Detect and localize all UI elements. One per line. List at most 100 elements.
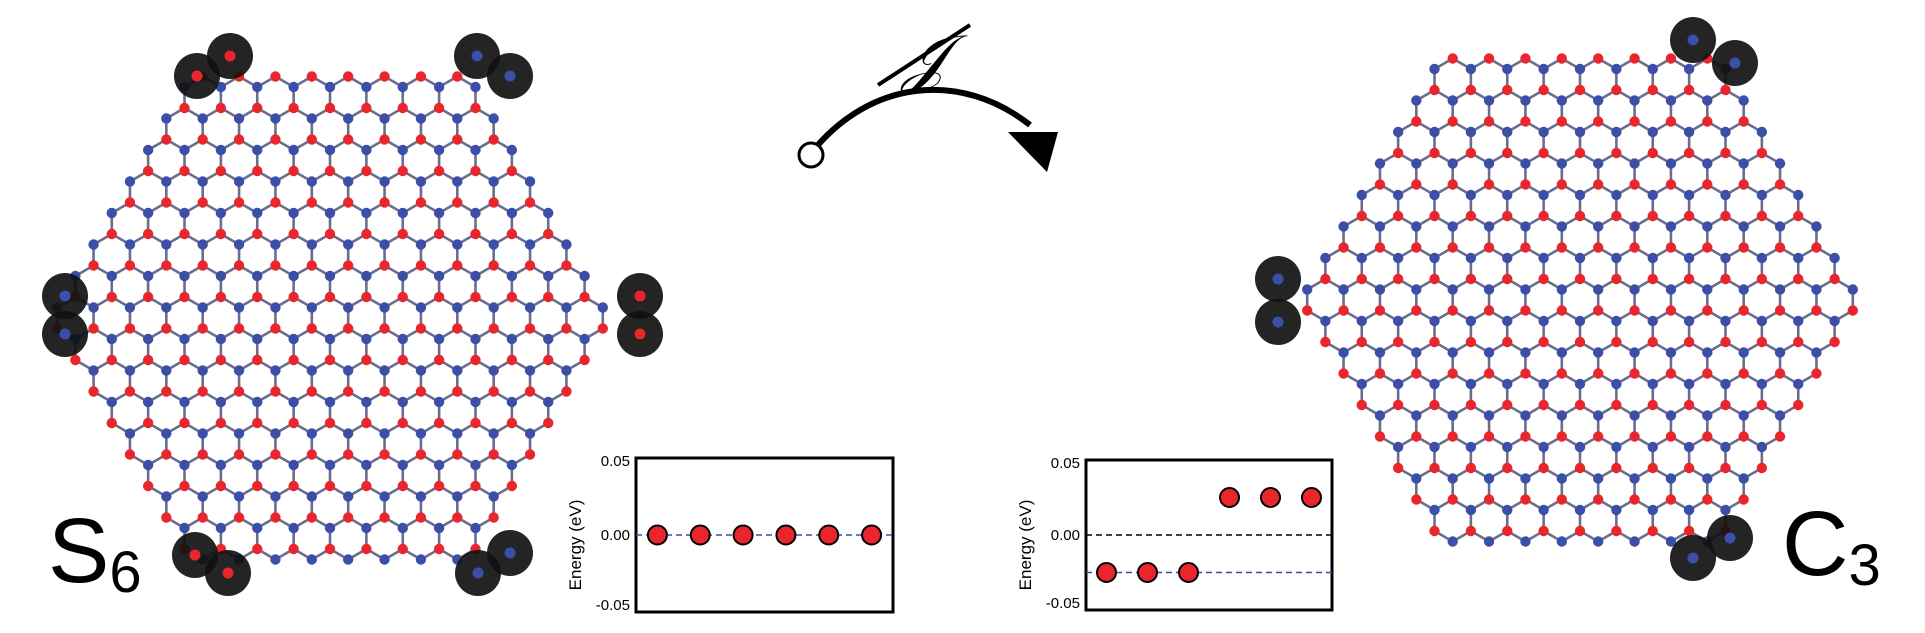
atom-blue bbox=[1592, 158, 1604, 169]
atom-red bbox=[288, 480, 299, 492]
atom-blue bbox=[1829, 315, 1840, 327]
atom-red bbox=[1683, 336, 1695, 348]
atom-blue bbox=[1411, 95, 1422, 106]
atom-red bbox=[215, 165, 227, 177]
atom-blue bbox=[1502, 441, 1513, 453]
energy-level-point bbox=[1260, 487, 1281, 508]
atom-blue bbox=[1483, 284, 1495, 295]
atom-red bbox=[179, 480, 190, 492]
atom-red bbox=[270, 386, 281, 397]
atom-red bbox=[1538, 336, 1549, 348]
atom-blue bbox=[1465, 63, 1477, 75]
atom-red bbox=[1665, 242, 1677, 253]
atom-red bbox=[524, 260, 536, 271]
atom-red bbox=[342, 449, 354, 460]
atom-blue bbox=[106, 333, 117, 345]
atom-blue bbox=[488, 176, 499, 187]
energy-level-point bbox=[775, 524, 797, 546]
atom-blue bbox=[397, 333, 408, 345]
atom-red bbox=[1520, 305, 1531, 316]
atom-blue bbox=[306, 491, 318, 502]
atom-red bbox=[1756, 210, 1768, 222]
atom-red bbox=[361, 291, 372, 303]
atom-blue bbox=[1774, 221, 1786, 232]
atom-red bbox=[1847, 305, 1858, 316]
atom-blue bbox=[1520, 284, 1531, 295]
atom-red bbox=[1683, 399, 1695, 411]
atom-red bbox=[1756, 462, 1768, 474]
atom-red bbox=[415, 386, 427, 397]
atom-blue bbox=[379, 554, 390, 565]
atom-blue bbox=[1811, 347, 1822, 358]
atom-blue bbox=[124, 302, 136, 313]
atom-red bbox=[288, 417, 299, 429]
atom-red bbox=[1738, 179, 1749, 190]
atom-red bbox=[361, 165, 372, 177]
atom-red bbox=[1447, 116, 1458, 127]
atom-blue bbox=[324, 459, 336, 471]
atom-red bbox=[1665, 368, 1677, 379]
atom-blue bbox=[1574, 189, 1586, 201]
atom-red bbox=[1465, 462, 1477, 474]
atom-blue bbox=[161, 113, 172, 124]
atom-blue bbox=[215, 270, 227, 282]
atom-red bbox=[379, 260, 390, 271]
atom-red bbox=[1538, 210, 1549, 222]
atom-red bbox=[1665, 116, 1677, 127]
atom-blue bbox=[1520, 347, 1531, 358]
atom-blue bbox=[397, 396, 408, 408]
atom-blue bbox=[1665, 347, 1677, 358]
atom-blue bbox=[1465, 378, 1477, 390]
atom-blue bbox=[524, 302, 536, 313]
atom-blue bbox=[1720, 378, 1731, 390]
atom-blue bbox=[561, 239, 572, 250]
atom-blue bbox=[415, 428, 427, 439]
atom-red bbox=[1611, 273, 1622, 285]
atom-red bbox=[1592, 305, 1604, 316]
atom-blue bbox=[1774, 284, 1786, 295]
atom-red bbox=[270, 449, 281, 460]
atom-blue bbox=[1320, 315, 1331, 327]
atom-red bbox=[215, 102, 227, 114]
atom-red bbox=[324, 165, 336, 177]
atom-red bbox=[1629, 53, 1640, 64]
edge-state-atom bbox=[1724, 532, 1736, 544]
atom-red bbox=[1702, 305, 1713, 316]
atom-red bbox=[1520, 242, 1531, 253]
atom-red bbox=[1556, 431, 1568, 442]
energy-level-point bbox=[1137, 562, 1158, 583]
atom-red bbox=[433, 354, 445, 366]
atom-blue bbox=[1629, 95, 1640, 106]
atom-red bbox=[1611, 399, 1622, 411]
atom-blue bbox=[1647, 126, 1658, 138]
atom-red bbox=[470, 102, 481, 114]
atom-blue bbox=[1847, 284, 1858, 295]
atom-blue bbox=[1738, 284, 1749, 295]
atom-red bbox=[1574, 273, 1586, 285]
atom-blue bbox=[452, 239, 463, 250]
atom-blue bbox=[270, 239, 281, 250]
atom-red bbox=[524, 386, 536, 397]
flake-s6-lattice bbox=[52, 71, 608, 565]
atom-blue bbox=[1592, 347, 1604, 358]
atom-blue bbox=[1465, 252, 1477, 264]
atom-blue bbox=[379, 239, 390, 250]
atom-red bbox=[1592, 116, 1604, 127]
atom-red bbox=[324, 543, 336, 555]
atom-blue bbox=[1483, 347, 1495, 358]
atom-blue bbox=[1629, 284, 1640, 295]
atom-red bbox=[433, 543, 445, 555]
atom-red bbox=[1429, 210, 1440, 222]
atom-blue bbox=[161, 302, 172, 313]
y-tick-label: -0.05 bbox=[1046, 595, 1080, 612]
atom-red bbox=[1647, 210, 1658, 222]
atom-red bbox=[1374, 431, 1386, 442]
atom-blue bbox=[379, 176, 390, 187]
atom-blue bbox=[142, 207, 154, 219]
atom-blue bbox=[1392, 378, 1404, 390]
atom-red bbox=[124, 386, 136, 397]
atom-red bbox=[506, 291, 518, 303]
atom-red bbox=[306, 134, 318, 145]
atom-red bbox=[1683, 210, 1695, 222]
atom-red bbox=[142, 354, 154, 366]
